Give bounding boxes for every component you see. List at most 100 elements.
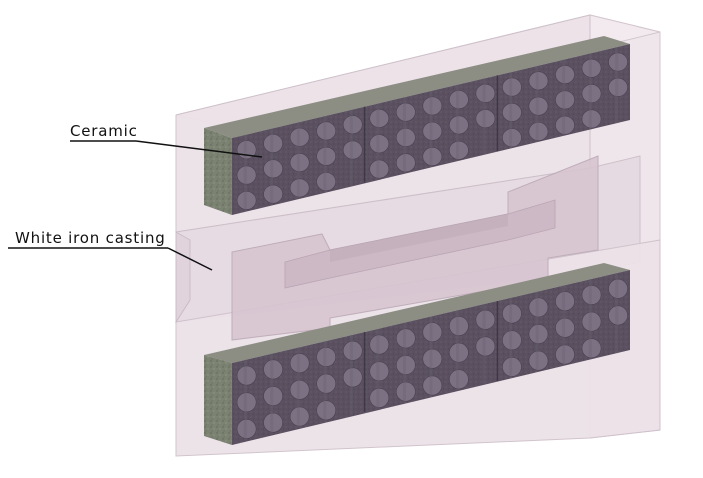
ceramic-hole (502, 330, 522, 351)
ceramic-hole (475, 83, 496, 103)
ceramic-hole (608, 52, 628, 72)
ceramic-hole (528, 324, 549, 344)
ceramic-rib (243, 359, 247, 440)
upper-ceramic-block (204, 36, 630, 215)
ceramic-label: Ceramic (70, 122, 138, 140)
ceramic-rib (402, 322, 406, 403)
ceramic-hole (422, 375, 443, 396)
ceramic-hole (263, 184, 283, 204)
ceramic-hole (528, 96, 549, 116)
ceramic-hole (263, 359, 283, 380)
ceramic-hole (528, 71, 549, 91)
ceramic-hole (236, 419, 257, 439)
ceramic-hole (502, 357, 522, 377)
lower-ceramic-top (204, 263, 630, 363)
ceramic-hole (502, 77, 522, 97)
ceramic-rib (323, 116, 327, 193)
ceramic-hole (342, 115, 363, 135)
white-iron-casting-label: White iron casting (15, 229, 166, 247)
ceramic-hole (369, 134, 390, 154)
ceramic-hole (449, 342, 469, 363)
ceramic-hole (395, 355, 416, 375)
ceramic-hole (289, 406, 310, 427)
ceramic-hole (581, 338, 602, 359)
leader-lines (8, 140, 263, 271)
ceramic-hole (289, 178, 310, 198)
ceramic-hole (422, 348, 443, 369)
ceramic-hole (342, 140, 363, 160)
ceramic-hole (528, 350, 549, 371)
ceramic-hole (236, 392, 257, 413)
lower-ceramic-ribs (243, 273, 619, 440)
ceramic-hole (342, 367, 363, 388)
ceramic-rib (376, 103, 380, 180)
ceramic-hole (555, 65, 575, 84)
ceramic-rib (376, 328, 380, 409)
ceramic-hole (289, 127, 310, 147)
ceramic-hole (369, 334, 390, 355)
ceramic-rib (296, 122, 300, 199)
casting-leader (167, 247, 213, 271)
lower-ceramic-holes (236, 278, 628, 439)
ceramic-hole (289, 353, 310, 374)
ceramic-rib (562, 59, 566, 136)
ceramic-hole (395, 153, 416, 173)
ceramic-rib (562, 285, 566, 366)
ceramic-rib (429, 91, 433, 167)
ceramic-rib (535, 291, 539, 372)
ceramic-hole (475, 109, 496, 129)
ceramic-hole (581, 311, 602, 332)
ceramic-hole (369, 159, 390, 179)
ceramic-hole (502, 128, 522, 148)
ceramic-hole (395, 102, 416, 122)
ceramic-hole (449, 316, 469, 336)
ceramic-rib (509, 297, 513, 378)
ceramic-hole (449, 369, 469, 390)
ceramic-rib (456, 310, 460, 391)
ceramic-hole (369, 361, 390, 382)
ceramic-leader (135, 140, 263, 158)
ceramic-hole (289, 379, 310, 400)
ceramic-hole (422, 121, 443, 141)
ceramic-hole (475, 336, 496, 357)
ceramic-hole (528, 122, 549, 141)
ceramic-hole (395, 128, 416, 147)
ceramic-hole (581, 58, 602, 78)
ceramic-hole (369, 388, 390, 408)
ceramic-hole (316, 400, 337, 421)
ceramic-rib (615, 47, 619, 124)
ceramic-hole (236, 365, 257, 386)
ceramic-hole (422, 96, 443, 116)
ceramic-hole (608, 278, 628, 299)
ceramic-rib (588, 279, 592, 360)
ceramic-rib (270, 353, 274, 434)
ceramic-hole (263, 159, 283, 179)
ceramic-hole (449, 140, 469, 160)
ceramic-rib (482, 304, 486, 385)
ceramic-hole (555, 317, 575, 338)
ceramic-rib (349, 109, 353, 186)
ceramic-hole (422, 322, 443, 343)
ceramic-hole (316, 121, 337, 141)
ceramic-hole (449, 90, 469, 110)
ceramic-rib (456, 84, 460, 161)
ceramic-hole (475, 309, 496, 330)
ceramic-hole (581, 84, 602, 104)
ceramic-hole (316, 146, 337, 166)
upper-ceramic-ribs (243, 47, 619, 211)
ceramic-hole (316, 347, 337, 367)
lower-ceramic-side (204, 355, 232, 445)
ceramic-hole (395, 328, 416, 349)
ceramic-hole (608, 77, 628, 97)
ceramic-hole (422, 147, 443, 166)
ceramic-rib (243, 134, 247, 211)
ceramic-rib (429, 316, 433, 397)
ceramic-hole (236, 165, 257, 185)
ceramic-hole (316, 373, 337, 394)
ceramic-hole (236, 191, 257, 210)
ceramic-hole (395, 381, 416, 402)
ceramic-hole (608, 305, 628, 326)
ceramic-hole (555, 344, 575, 365)
upper-ceramic-side (204, 128, 232, 215)
